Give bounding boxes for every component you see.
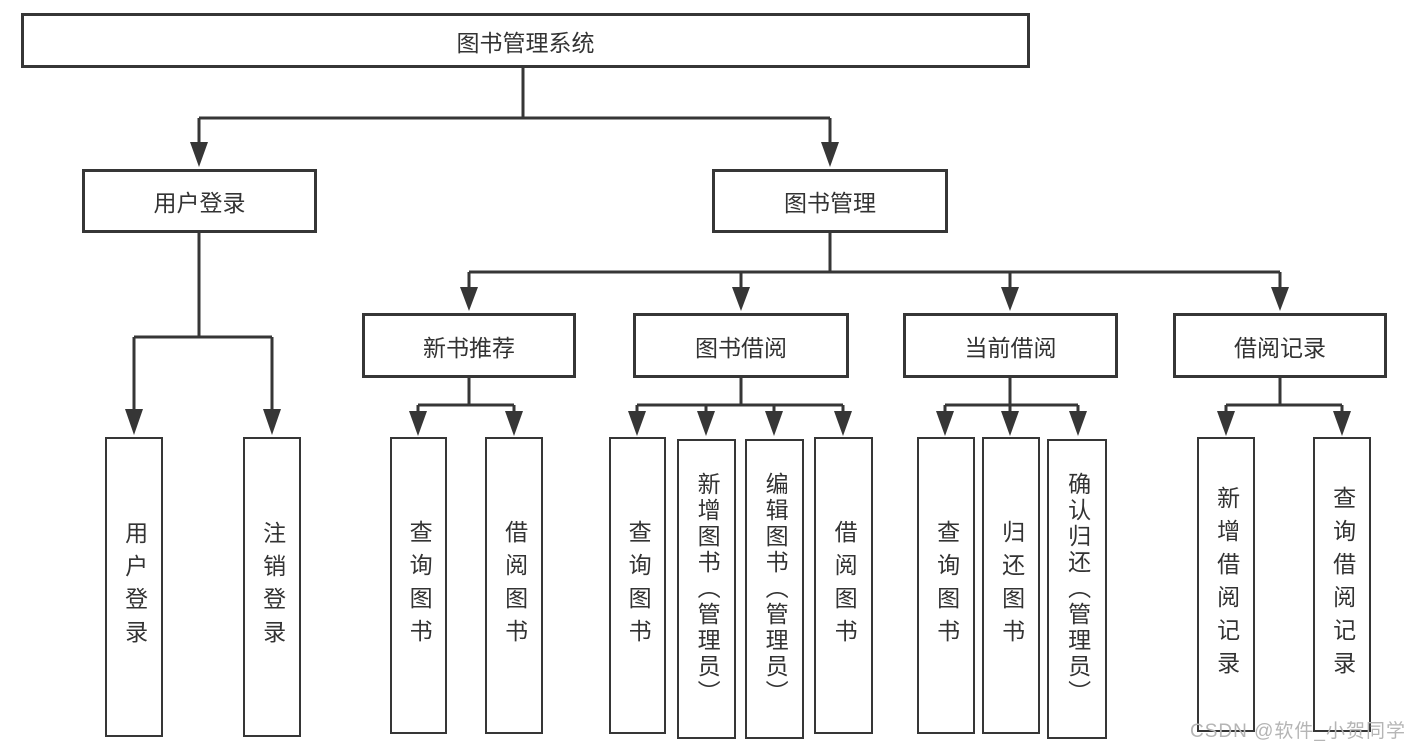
leaf-records-add-record-label: 新增借阅记录 <box>1213 485 1240 684</box>
arrowhead <box>765 411 783 436</box>
arrowhead <box>505 411 523 436</box>
leaf-current-query-books: 查询图书 <box>917 437 975 734</box>
node-user-login: 用户登录 <box>82 169 317 233</box>
leaf-borrowing-add-books-admin-label: 新增图书（管理员） <box>694 472 721 706</box>
node-new-book-recommend: 新书推荐 <box>362 313 576 378</box>
leaf-current-query-books-label: 查询图书 <box>933 519 960 652</box>
arrowhead <box>190 142 208 167</box>
node-book-management: 图书管理 <box>712 169 948 233</box>
connector-root-to-level1 <box>190 66 839 167</box>
leaf-borrowing-edit-books-admin-label: 编辑图书（管理员） <box>762 472 789 706</box>
arrowhead <box>936 411 954 436</box>
csdn-watermark: CSDN @软件_小贺同学 <box>1190 721 1405 742</box>
node-borrowing-records: 借阅记录 <box>1173 313 1387 378</box>
arrowhead <box>1069 411 1087 436</box>
node-book-management-label: 图书管理 <box>784 190 876 216</box>
node-user-login-label: 用户登录 <box>153 190 246 216</box>
connector-new-books-children <box>409 378 523 436</box>
leaf-newbooks-borrow-books-label: 借阅图书 <box>501 519 528 652</box>
leaf-records-add-record: 新增借阅记录 <box>1197 437 1255 732</box>
node-current-borrowing-label: 当前借阅 <box>964 334 1057 361</box>
arrowhead <box>821 142 839 167</box>
leaf-records-query-record: 查询借阅记录 <box>1313 437 1371 732</box>
leaf-logout-label: 注销登录 <box>259 521 286 653</box>
leaf-borrowing-query-books-label: 查询图书 <box>625 519 652 652</box>
node-new-book-recommend-label: 新书推荐 <box>423 334 515 361</box>
node-root-label: 图书管理系统 <box>456 29 595 56</box>
arrowhead <box>1001 287 1019 311</box>
arrowhead <box>697 411 715 436</box>
connector-user-login-branch <box>125 233 281 435</box>
leaf-newbooks-query-books: 查询图书 <box>390 437 447 734</box>
node-book-borrowing: 图书借阅 <box>633 313 849 378</box>
arrowhead <box>1001 411 1019 436</box>
arrowhead <box>834 411 852 436</box>
arrowhead <box>460 287 478 311</box>
leaf-current-return-books-label: 归还图书 <box>998 519 1025 652</box>
node-root: 图书管理系统 <box>21 13 1030 68</box>
leaf-borrowing-borrow-books-label: 借阅图书 <box>831 519 858 652</box>
node-book-borrowing-label: 图书借阅 <box>695 334 787 361</box>
connector-records-children <box>1217 378 1351 436</box>
leaf-newbooks-query-books-label: 查询图书 <box>406 519 433 652</box>
arrowhead <box>125 409 143 435</box>
leaf-borrowing-edit-books-admin: 编辑图书（管理员） <box>745 439 804 739</box>
connector-book-mgmt-to-level2 <box>460 233 1289 311</box>
leaf-user-login: 用户登录 <box>105 437 163 737</box>
arrowhead <box>628 411 646 436</box>
leaf-newbooks-borrow-books: 借阅图书 <box>485 437 543 734</box>
arrowhead <box>263 409 281 435</box>
leaf-borrowing-borrow-books: 借阅图书 <box>814 437 873 734</box>
connector-borrowing-children <box>628 378 852 436</box>
leaf-user-login-label: 用户登录 <box>121 521 148 653</box>
leaf-logout: 注销登录 <box>243 437 301 737</box>
node-current-borrowing: 当前借阅 <box>903 313 1118 378</box>
leaf-current-return-books: 归还图书 <box>982 437 1040 734</box>
leaf-records-query-record-label: 查询借阅记录 <box>1329 485 1356 684</box>
connector-current-children <box>936 378 1087 436</box>
leaf-borrowing-add-books-admin: 新增图书（管理员） <box>677 439 736 739</box>
leaf-current-confirm-return-admin: 确认归还（管理员） <box>1047 439 1107 739</box>
leaf-current-confirm-return-admin-label: 确认归还（管理员） <box>1064 472 1091 706</box>
arrowhead <box>1333 411 1351 436</box>
arrowhead <box>409 411 427 436</box>
arrowhead <box>1271 287 1289 311</box>
node-borrowing-records-label: 借阅记录 <box>1234 334 1326 361</box>
arrowhead <box>1217 411 1235 436</box>
arrowhead <box>732 287 750 311</box>
leaf-borrowing-query-books: 查询图书 <box>609 437 666 734</box>
